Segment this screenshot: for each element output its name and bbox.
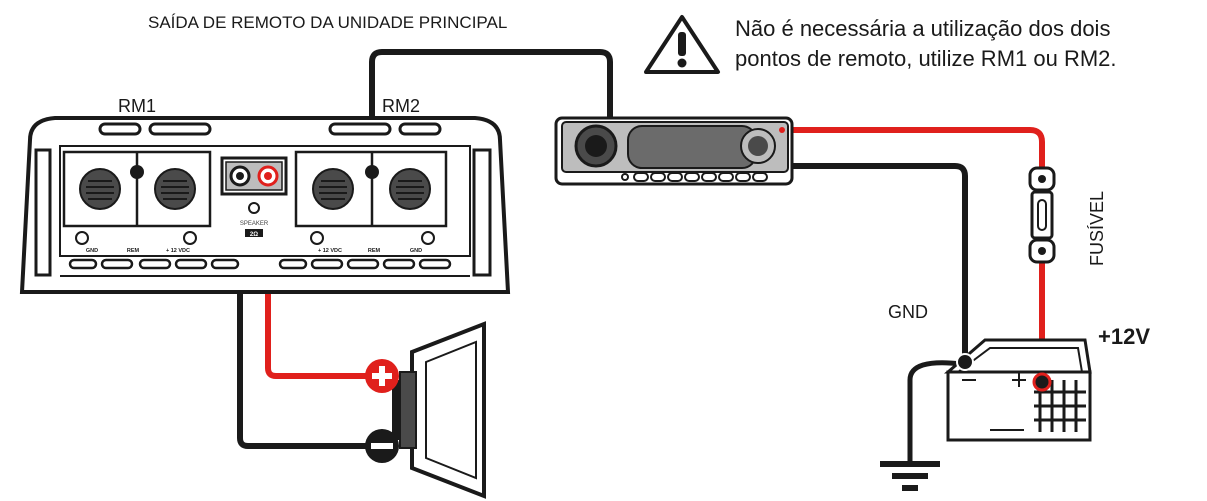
label-vdc-right: + 12 VDC [318, 248, 342, 254]
headunit-gnd-wire [787, 163, 968, 365]
speaker-block-ohms: 2Ω [250, 232, 258, 238]
speaker-negative-wire [237, 177, 373, 449]
battery [943, 338, 1092, 442]
head-unit-buttons [621, 172, 768, 182]
battery-positive-terminal [1032, 372, 1052, 392]
remote-output-label: SAÍDA DE REMOTO DA UNIDADE PRINCIPAL [148, 13, 507, 32]
rm1-terminal [130, 165, 144, 179]
label-rem-left: REM [127, 248, 140, 254]
label-vdc-left: + 12 VDC [166, 248, 190, 254]
label-rem-right: REM [368, 248, 381, 254]
amplifier: SPEAKER 2Ω GND R [19, 116, 511, 294]
earth-wire [907, 360, 965, 465]
terminal-screws [75, 231, 435, 245]
rm2-terminal [365, 165, 379, 179]
gnd-label: GND [888, 302, 928, 322]
speaker-block-label: SPEAKER [240, 221, 269, 227]
battery-negative-terminal [956, 353, 974, 371]
rm1-label: RM1 [118, 96, 156, 116]
amplifier-right-handle [472, 148, 492, 277]
terminal-labels: GND REM + 12 VDC + 12 VDC REM GND [86, 248, 422, 254]
amplifier-bottom-vents [68, 258, 452, 270]
speaker-magnet [399, 371, 417, 449]
rm2-label: RM2 [382, 96, 420, 116]
label-gnd-left: GND [86, 248, 98, 254]
ground-symbol-icon [880, 461, 940, 491]
head-unit [554, 116, 794, 186]
remote-wire [369, 49, 613, 175]
right-power-block [294, 150, 448, 228]
speaker [365, 321, 486, 499]
amplifier-top-vents [98, 122, 442, 136]
fuse-label: FUSÍVEL [1087, 191, 1107, 266]
wires [237, 49, 1045, 465]
head-unit-display [627, 125, 757, 169]
label-gnd-right: GND [410, 248, 422, 254]
note-line-1: Não é necessária a utilização dos dois [735, 16, 1110, 41]
speaker-output-block: SPEAKER 2Ω [220, 156, 288, 238]
headunit-power-wire [789, 127, 1045, 175]
battery-front [946, 370, 1092, 442]
speaker-positive-wire [265, 177, 373, 379]
amplifier-left-handle [34, 148, 52, 277]
note-line-2: pontos de remoto, utilize RM1 ou RM2. [735, 46, 1117, 71]
fuse [1028, 166, 1056, 264]
plus12v-label: +12V [1098, 324, 1150, 349]
warning-triangle-icon [644, 15, 720, 74]
left-power-block [62, 150, 212, 228]
